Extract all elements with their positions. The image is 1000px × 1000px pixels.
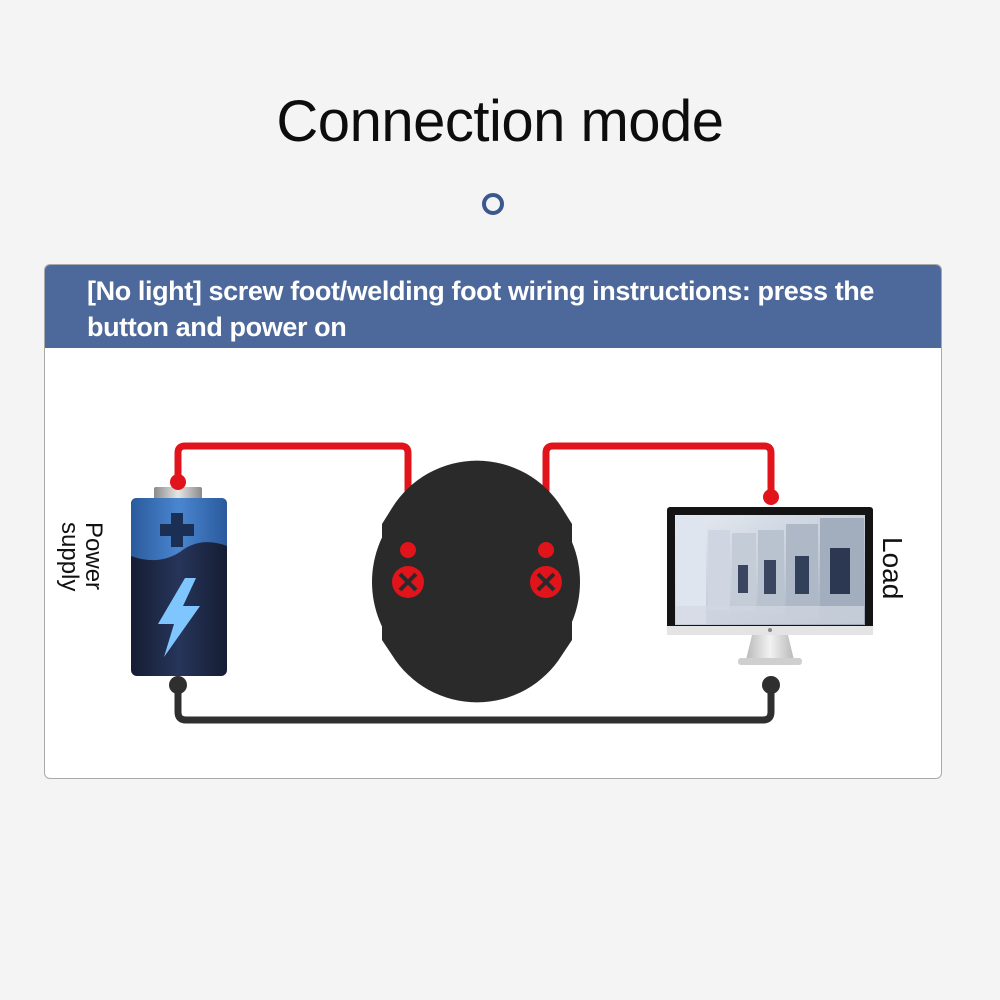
switch-terminal-right: [530, 566, 562, 598]
positive-wire-load: [542, 442, 775, 550]
load-label: Load: [877, 537, 908, 600]
load-negative-terminal: [762, 676, 780, 694]
page-title: Connection mode: [276, 89, 724, 154]
negative-wire: [174, 685, 775, 724]
monitor-icon: [667, 507, 873, 665]
battery-icon: [131, 487, 227, 676]
switch-input-dot: [400, 542, 416, 558]
battery-positive-terminal: [170, 474, 186, 490]
switch-output-dot: [538, 542, 554, 558]
switch-terminal-left: [392, 566, 424, 598]
panel-header: [No light] screw foot/welding foot wirin…: [45, 265, 941, 348]
screen-image: [676, 516, 864, 624]
power-supply-label: Power supply: [56, 522, 107, 592]
battery-negative-terminal: [169, 676, 187, 694]
load-positive-terminal: [763, 489, 779, 505]
plus-sign-icon: [160, 513, 194, 547]
positive-wire-supply: [174, 442, 412, 550]
push-button-switch-icon: [372, 460, 580, 703]
lightning-bolt-icon: [158, 578, 200, 657]
title-ornament-dot: [482, 193, 504, 215]
